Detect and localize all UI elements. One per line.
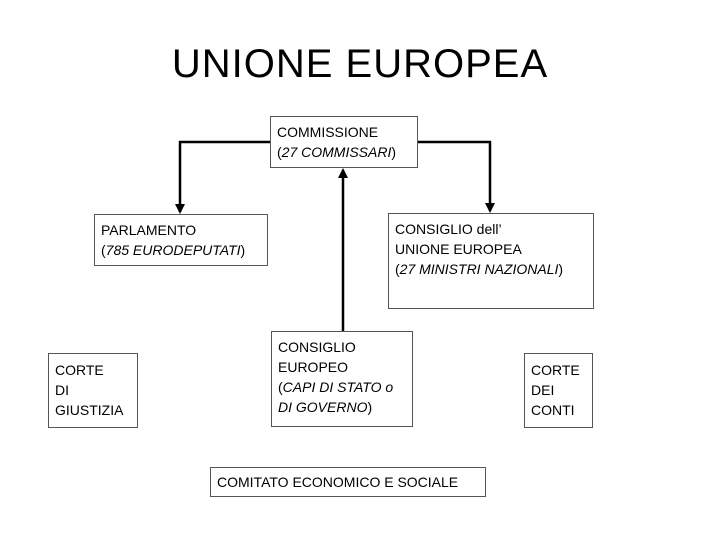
arrow-commissione-parlamento (175, 140, 270, 214)
box-parlamento-detail: 785 EURODEPUTATI (105, 242, 241, 258)
box-consiglio-ue-title1: CONSIGLIO dell’ (395, 221, 502, 237)
box-corte-giustizia: CORTE DI GIUSTIZIA (48, 353, 138, 428)
arrow-commissione-consiglio-ue (417, 140, 495, 213)
box-consiglio-europeo-title1: CONSIGLIO (278, 339, 356, 355)
box-corte-giustizia-line1: CORTE (55, 362, 104, 378)
box-consiglio-ue: CONSIGLIO dell’ UNIONE EUROPEA (27 MINIS… (388, 213, 594, 309)
box-commissione-detail: 27 COMMISSARI (281, 144, 392, 160)
page-title: UNIONE EUROPEA (171, 42, 549, 86)
box-parlamento-title: PARLAMENTO (101, 222, 197, 238)
box-parlamento: PARLAMENTO (785 EURODEPUTATI) (94, 214, 268, 266)
box-consiglio-europeo-detail1: CAPI DI STATO o (282, 379, 394, 395)
box-corte-conti: CORTE DEI CONTI (524, 353, 593, 428)
box-corte-conti-line2: DEI (531, 382, 555, 398)
box-comitato: COMITATO ECONOMICO E SOCIALE (210, 467, 486, 497)
box-corte-giustizia-line3: GIUSTIZIA (55, 402, 124, 418)
box-consiglio-europeo: CONSIGLIO EUROPEO (CAPI DI STATO o DI GO… (271, 331, 413, 427)
box-corte-conti-line3: CONTI (531, 402, 575, 418)
box-commissione-title: COMMISSIONE (277, 124, 379, 140)
box-consiglio-europeo-detail2: DI GOVERNO (278, 399, 368, 415)
box-corte-conti-line1: CORTE (531, 362, 580, 378)
box-consiglio-europeo-title2: EUROPEO (278, 359, 349, 375)
box-corte-giustizia-line2: DI (55, 382, 69, 398)
box-consiglio-ue-detail: 27 MINISTRI NAZIONALI (399, 261, 559, 277)
box-consiglio-ue-title2: UNIONE EUROPEA (395, 241, 522, 257)
box-comitato-title: COMITATO ECONOMICO E SOCIALE (217, 474, 459, 490)
box-commissione: COMMISSIONE (27 COMMISSARI) (270, 116, 418, 168)
